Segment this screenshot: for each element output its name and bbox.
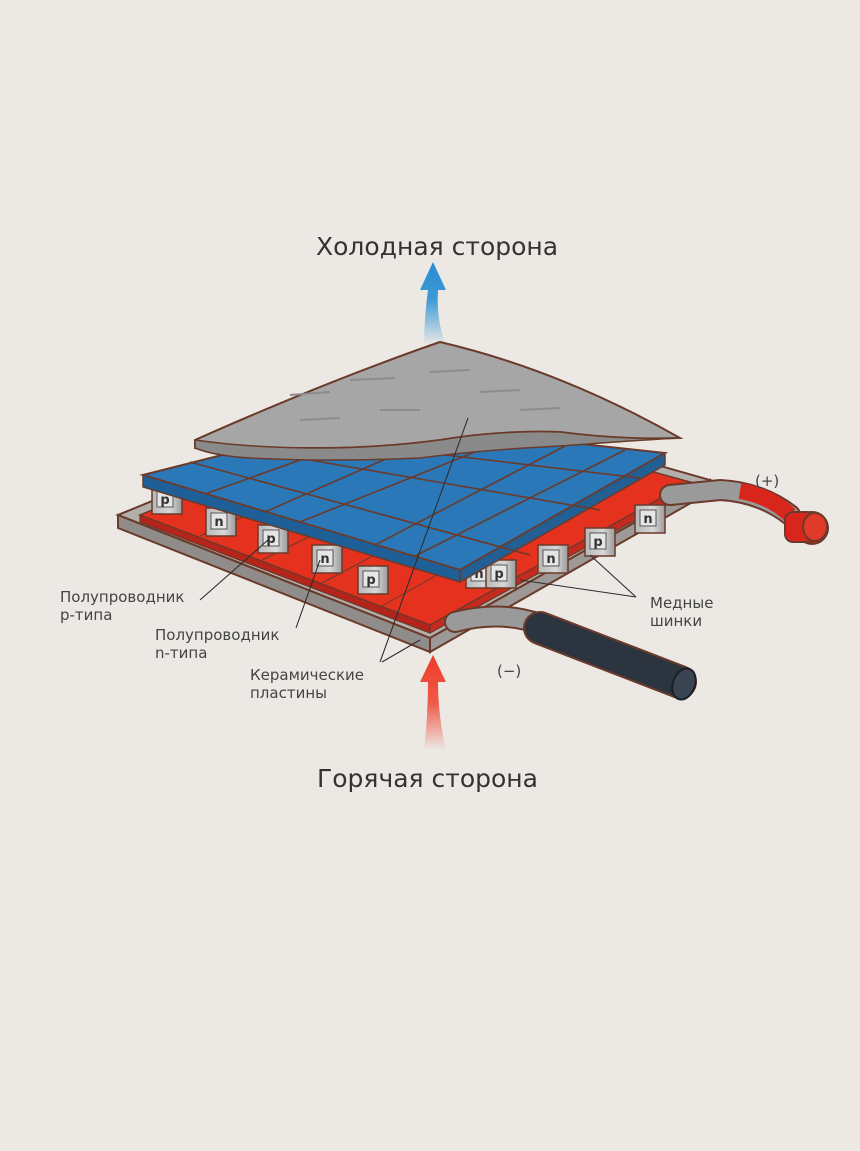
pellet-type-label: n (214, 515, 223, 530)
cold-side-arrow (420, 262, 446, 345)
positive-wire (659, 478, 829, 545)
ceramic-plates-label: Керамические пластины (250, 666, 365, 702)
pellet-type-label: p (593, 535, 602, 550)
semiconductor-pellet: n (205, 507, 237, 537)
semiconductor-pellet: p (357, 565, 389, 595)
cold-side-label: Холодная сторона (316, 232, 559, 261)
semiconductor-pellet: n (537, 544, 569, 574)
top-ceramic-plate (194, 340, 684, 461)
p-semiconductor-label: Полупроводник p-типа (60, 588, 185, 624)
pellet-type-label: n (474, 567, 483, 582)
pellet-type-label: n (643, 512, 652, 527)
pellet-type-label: p (266, 532, 275, 547)
semiconductor-pellet: p (584, 527, 616, 557)
hot-side-arrow (420, 655, 446, 750)
negative-wire (444, 605, 697, 701)
negative-terminal-label: (−) (497, 662, 522, 680)
leader-lines (199, 417, 637, 663)
semiconductor-pellet: p (485, 559, 517, 589)
pellet-type-label: p (366, 573, 375, 588)
pellet-type-label: n (320, 552, 329, 567)
copper-buses-label: Медные шинки (650, 594, 714, 630)
semiconductor-pellet: n (634, 504, 666, 534)
n-semiconductor-label: Полупроводник n-типа (155, 626, 280, 662)
pellet-type-label: p (494, 567, 503, 582)
positive-terminal-label: (+) (755, 472, 780, 490)
hot-side-label: Горячая сторона (317, 764, 538, 793)
pellet-type-label: p (160, 493, 169, 508)
pellet-type-label: n (546, 552, 555, 567)
